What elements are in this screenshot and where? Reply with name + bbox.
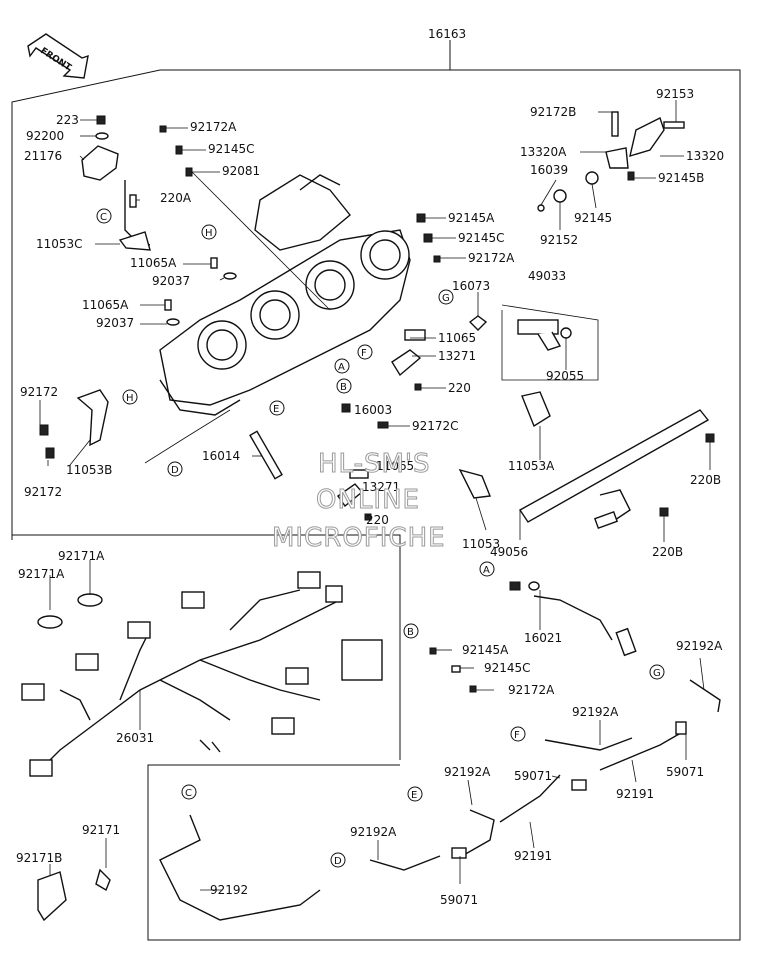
part-label: 11065A [130, 256, 177, 270]
svg-text:G: G [442, 293, 450, 304]
throttle-body-assembly [159, 174, 411, 416]
svg-text:D: D [334, 856, 342, 867]
leader-lines [39, 100, 711, 891]
part-label: 13320A [520, 145, 567, 159]
part-label: 92191 [514, 849, 552, 863]
callout-markers: C H H D E A B F G A B G F E C D [96, 208, 665, 868]
part-label: 92081 [222, 164, 260, 178]
svg-text:B: B [407, 627, 414, 638]
part-label: 92145C [458, 231, 505, 245]
svg-text:E: E [273, 404, 279, 415]
svg-text:A: A [483, 565, 490, 576]
part-label: 92172A [190, 120, 237, 134]
part-label: 92145B [658, 171, 704, 185]
svg-text:H: H [205, 228, 213, 239]
svg-text:E: E [411, 790, 417, 801]
front-arrow-icon: FRONT [27, 33, 89, 79]
part-label: 13271 [438, 349, 476, 363]
part-label: 11065 [438, 331, 476, 345]
part-label: 92145C [208, 142, 255, 156]
svg-text:H: H [126, 393, 134, 404]
svg-text:D: D [171, 465, 179, 476]
part-label: 92145A [462, 643, 509, 657]
part-label: 92172 [20, 385, 58, 399]
fuel-rail [458, 391, 715, 530]
part-label: 16039 [530, 163, 568, 177]
part-label: 92192A [350, 825, 397, 839]
part-label: 92172A [468, 251, 515, 265]
part-label: 59071 [440, 893, 478, 907]
part-label: 11053B [66, 463, 112, 477]
throttle-lever-parts [537, 111, 685, 212]
part-label: 16021 [524, 631, 562, 645]
svg-text:B: B [340, 382, 347, 393]
part-label: 92171A [18, 567, 65, 581]
part-label: 92172C [412, 419, 459, 433]
part-label: 220 [448, 381, 471, 395]
part-labels: 16163 223 92200 21176 220A 11053C 92172A… [16, 27, 724, 907]
part-label: 49056 [490, 545, 528, 559]
part-label: 26031 [116, 731, 154, 745]
svg-text:C: C [100, 212, 107, 223]
assembly-frame [11, 40, 741, 941]
part-label: 92145A [448, 211, 495, 225]
part-label: 92153 [656, 87, 694, 101]
part-label: 16073 [452, 279, 490, 293]
part-label: 49033 [528, 269, 566, 283]
part-label: 92172B [530, 105, 576, 119]
svg-text:A: A [338, 362, 345, 373]
part-label: 92192 [210, 883, 248, 897]
part-label: 13271 [362, 480, 400, 494]
part-label: 11065A [82, 298, 129, 312]
part-label: 223 [56, 113, 79, 127]
watermark-line: ONLINE [316, 485, 420, 515]
part-label: 92192A [444, 765, 491, 779]
part-label: 92172 [24, 485, 62, 499]
part-label: 11053A [508, 459, 555, 473]
watermark-line: MICROFICHE [272, 523, 446, 553]
part-label: 11053C [36, 237, 83, 251]
part-label: 92191 [616, 787, 654, 801]
small-hardware [39, 115, 488, 521]
part-label: 92171B [16, 851, 62, 865]
part-label: 92145C [484, 661, 531, 675]
part-label: 11065 [376, 459, 414, 473]
part-label: 92171 [82, 823, 120, 837]
part-label: 92192A [676, 639, 723, 653]
part-label: 92037 [152, 274, 190, 288]
part-label: 92055 [546, 369, 584, 383]
part-label: 16014 [202, 449, 240, 463]
part-label: 92152 [540, 233, 578, 247]
injector [501, 304, 599, 381]
part-label: 92171A [58, 549, 105, 563]
part-label: 220B [652, 545, 683, 559]
part-label: 92200 [26, 129, 64, 143]
svg-text:G: G [653, 668, 661, 679]
hoses [159, 581, 721, 921]
watermark-line: HL-SM'S [318, 449, 431, 479]
part-label: 92172A [508, 683, 555, 697]
svg-text:F: F [361, 348, 367, 359]
part-label: 92192A [572, 705, 619, 719]
part-label: 13320 [686, 149, 724, 163]
svg-text:F: F [514, 730, 520, 741]
watermark: HL-SM'S ONLINE MICROFICHE [272, 449, 446, 554]
part-label: 21176 [24, 149, 62, 163]
part-label: 92037 [96, 316, 134, 330]
part-label: 16003 [354, 403, 392, 417]
part-label: 220B [690, 473, 721, 487]
part-label: 59071 [514, 769, 552, 783]
assembly-number: 16163 [428, 27, 466, 41]
part-label: 220 [366, 513, 389, 527]
wire-harness [21, 571, 383, 922]
part-label: 220A [160, 191, 192, 205]
part-label: 11053 [462, 537, 500, 551]
part-label: 92145 [574, 211, 612, 225]
part-label: 59071 [666, 765, 704, 779]
svg-text:C: C [185, 788, 192, 799]
